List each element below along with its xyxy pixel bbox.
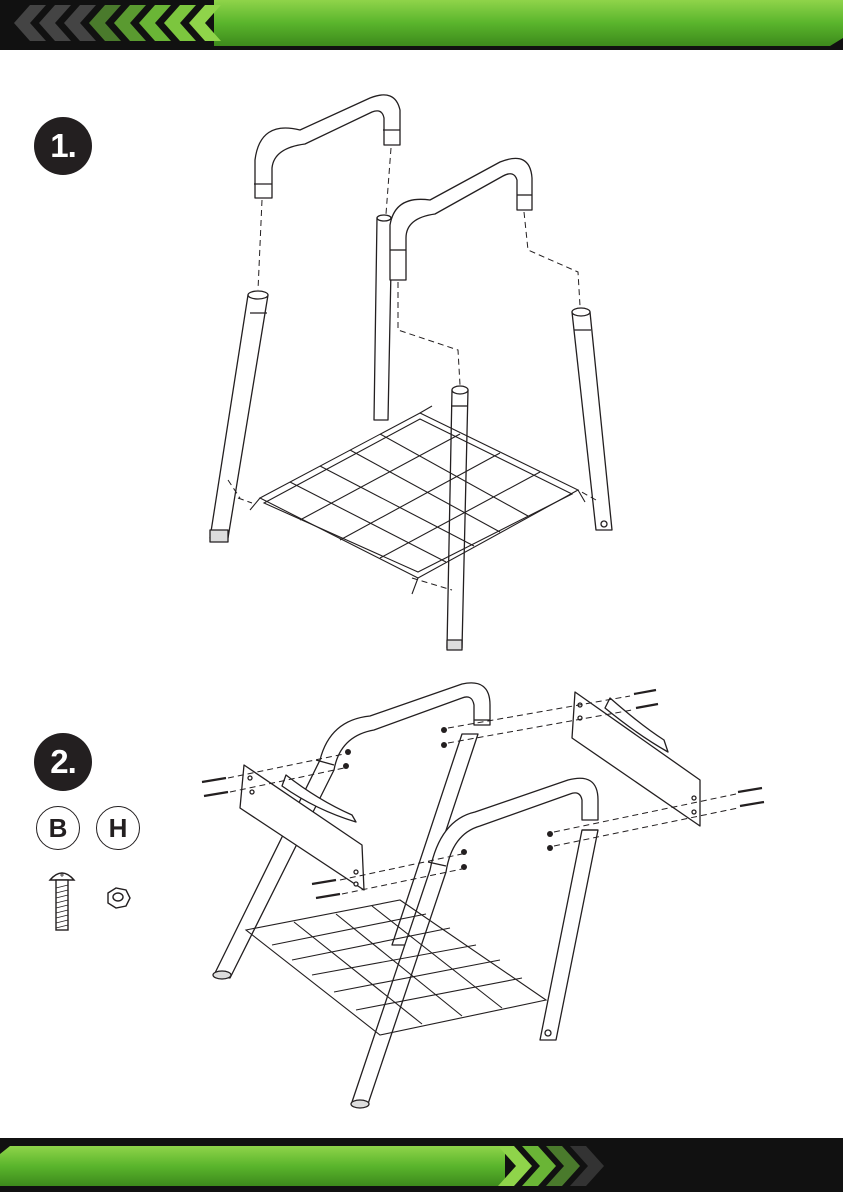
wire-rack-shelf (250, 406, 585, 594)
footer-band (0, 1138, 843, 1192)
leg-back-right (572, 308, 612, 530)
leg-back-left (374, 215, 392, 420)
leg-front-left (210, 291, 268, 542)
part-b-label: B (36, 806, 80, 850)
step-2-badge: 2. (34, 733, 92, 791)
frame-back (213, 683, 490, 979)
step-1-badge: 1. (34, 117, 92, 175)
header-band (0, 0, 843, 50)
frame-top-left (254, 95, 400, 198)
wire-rack-shelf (246, 900, 546, 1035)
part-h-label: H (96, 806, 140, 850)
frame-top-right (390, 158, 532, 280)
assembly-guide-lines (228, 696, 738, 894)
assembly-guide-lines (228, 148, 596, 590)
bolt-icon (50, 873, 74, 930)
side-bracket-right (572, 692, 700, 826)
frame-front (351, 778, 598, 1108)
nut-icon (108, 888, 130, 908)
side-bracket-left (240, 765, 364, 890)
nuts (343, 727, 553, 870)
bolts (202, 690, 764, 898)
leg-front-right (447, 386, 468, 650)
